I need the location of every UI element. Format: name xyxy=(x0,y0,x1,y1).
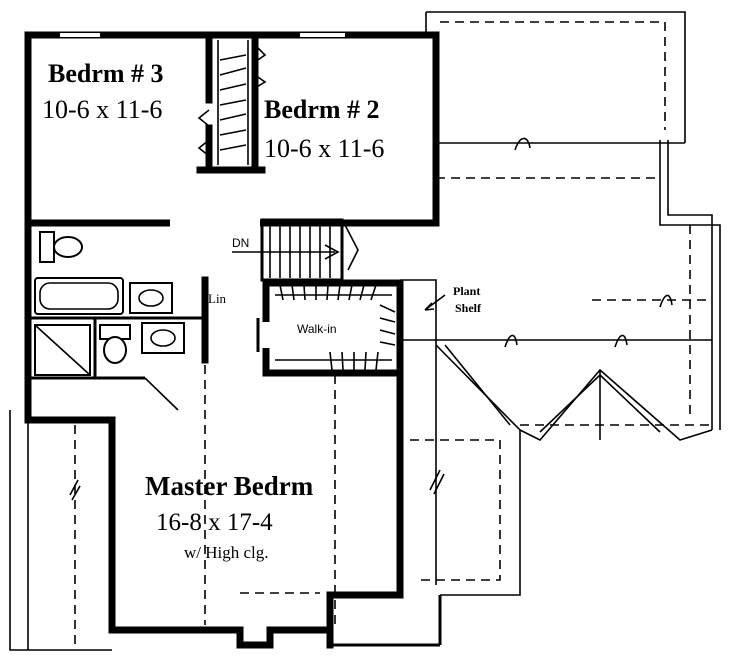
left-roof xyxy=(9,410,112,651)
bath-walls xyxy=(24,216,209,424)
toilet-upper xyxy=(39,231,83,263)
right-upper-roof xyxy=(425,11,721,430)
master-name: Master Bedrm xyxy=(145,471,314,501)
master-walls xyxy=(108,369,442,649)
right-lower-roof xyxy=(400,279,713,596)
stair-down-label: DN xyxy=(232,236,249,250)
bedroom3-size: 10-6 x 11-6 xyxy=(42,95,162,124)
plant-shelf-arrow xyxy=(424,294,446,311)
toilet-lower xyxy=(99,324,131,364)
upper-bedrooms-walls xyxy=(24,31,440,228)
bedroom2-name: Bedrm # 2 xyxy=(264,95,380,124)
plant-shelf-label-1: Plant xyxy=(453,284,480,298)
master-size: 16-8 x 17-4 xyxy=(156,509,273,536)
master-note: w/ High clg. xyxy=(184,543,269,562)
closet-hatch xyxy=(197,40,267,165)
master-ceiling-dashes xyxy=(204,365,336,625)
bedroom2-size: 10-6 x 11-6 xyxy=(264,134,384,163)
shower xyxy=(34,324,91,376)
walk-in-label: Walk-in xyxy=(297,322,337,336)
bathtub xyxy=(34,277,124,315)
sink-upper xyxy=(129,282,173,314)
bedroom3-name: Bedrm # 3 xyxy=(48,59,164,88)
linen-label: Lin xyxy=(208,291,227,306)
stair xyxy=(232,218,359,282)
sink-lower xyxy=(141,322,185,354)
walk-in-closet xyxy=(256,279,404,377)
plant-shelf-label-2: Shelf xyxy=(455,301,482,315)
